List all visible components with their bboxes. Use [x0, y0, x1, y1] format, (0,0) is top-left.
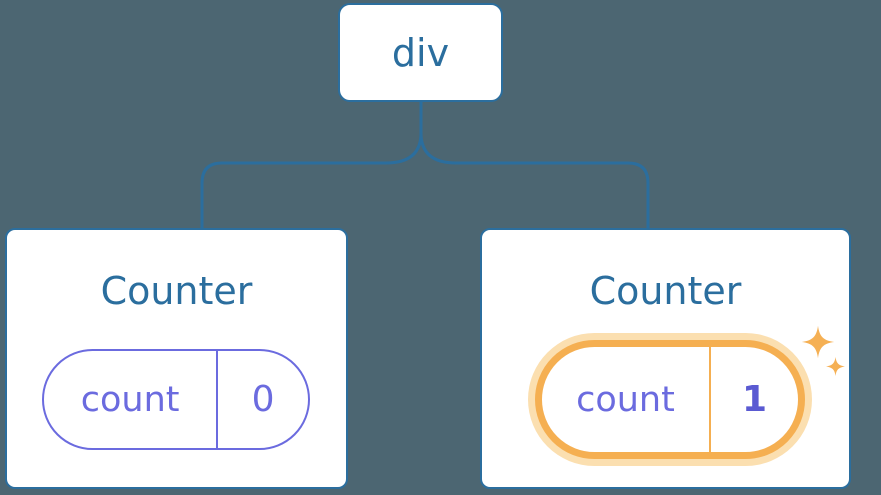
counter-card-right: Counter count 1 [480, 228, 851, 489]
sparkle-icon [826, 357, 845, 376]
counter-card-right-title: Counter [589, 269, 742, 313]
state-value: 1 [741, 379, 767, 420]
state-pill-left: count 0 [42, 349, 310, 450]
state-pill-right-highlighted: count 1 [535, 340, 805, 459]
counter-card-left-title: Counter [100, 269, 253, 313]
counter-card-left: Counter count 0 [5, 228, 348, 489]
root-node-label: div [391, 30, 450, 75]
sparkle-icon [801, 325, 835, 359]
state-value: 0 [251, 379, 275, 420]
state-key-label: count [542, 347, 711, 452]
root-node-div: div [338, 3, 503, 102]
state-key-label: count [44, 351, 219, 448]
